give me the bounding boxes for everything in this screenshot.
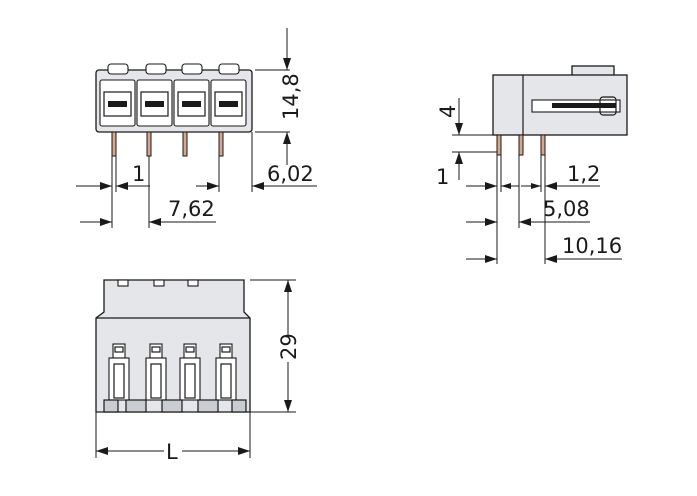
dim-side-length: 10,16 xyxy=(562,234,622,258)
side-dimensions: 4 1 1,2 5,08 10,16 xyxy=(436,98,622,264)
front-top-clips xyxy=(107,63,240,75)
bottom-dimensions: 29 L xyxy=(95,279,301,464)
bottom-view xyxy=(95,279,251,413)
dim-pin-offset: 6,02 xyxy=(267,162,314,186)
dim-length: L xyxy=(166,440,178,464)
dim-side-top: 4 xyxy=(436,105,460,118)
bottom-contacts xyxy=(108,343,237,401)
dim-side-pitch: 5,08 xyxy=(543,197,590,221)
bottom-feet xyxy=(103,399,247,413)
bottom-notches xyxy=(117,279,199,287)
dim-pin-width: 1 xyxy=(132,162,145,186)
dim-bottom-depth: 29 xyxy=(277,333,301,360)
front-dimensions: 14,8 6,02 1 7,62 xyxy=(76,28,317,228)
dim-side-pin-low: 1 xyxy=(436,165,449,189)
dim-pitch: 7,62 xyxy=(168,197,215,221)
side-view xyxy=(492,65,628,156)
dim-front-height: 14,8 xyxy=(279,73,303,120)
front-pins xyxy=(111,131,224,157)
side-pins xyxy=(496,134,546,156)
dim-side-pin-width: 1,2 xyxy=(567,162,600,186)
front-view xyxy=(95,63,253,157)
front-cavities xyxy=(99,79,247,127)
